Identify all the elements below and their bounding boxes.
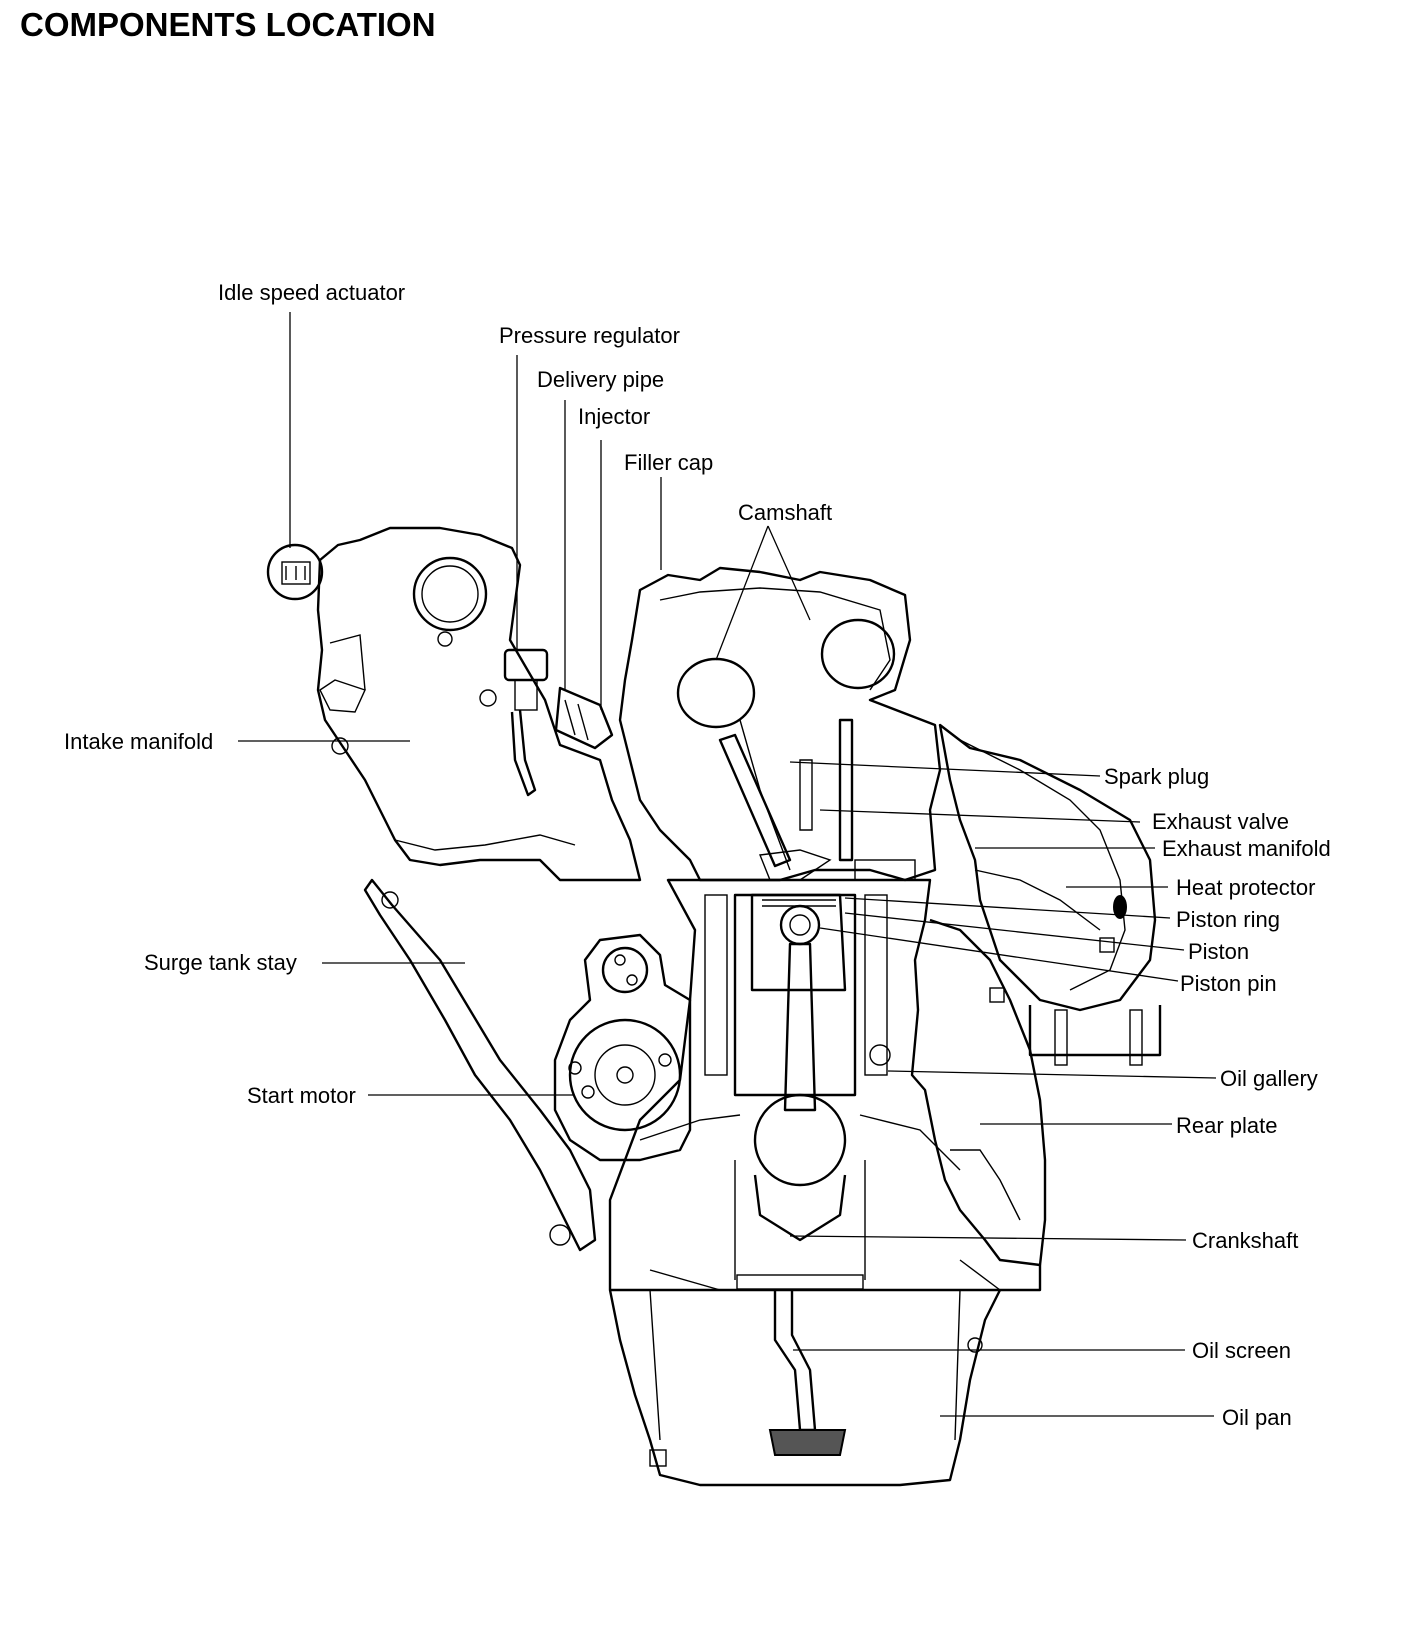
label-spark-plug: Spark plug <box>1104 764 1209 789</box>
leader-lines <box>238 312 1217 1417</box>
label-exhaust-manifold: Exhaust manifold <box>1162 836 1331 861</box>
label-exhaust-valve: Exhaust valve <box>1152 809 1289 834</box>
exhaust-manifold-part <box>938 723 1162 1066</box>
leader-exhaust-valve <box>819 809 1141 823</box>
engine-drawing <box>266 526 1162 1487</box>
label-piston: Piston <box>1188 939 1249 964</box>
start-motor-part <box>553 933 692 1162</box>
crankshaft-part <box>734 1093 866 1290</box>
intake-manifold-part <box>316 526 642 882</box>
leader-crankshaft <box>789 1235 1187 1241</box>
label-pressure-regulator: Pressure regulator <box>499 323 680 348</box>
surge-tank-stay-part <box>363 878 597 1252</box>
label-rear-plate: Rear plate <box>1176 1113 1278 1138</box>
leader-camshaft-a <box>715 525 769 661</box>
oil-pan-part <box>608 1289 1002 1487</box>
callout-labels: Idle speed actuator Pressure regulator D… <box>64 280 1331 1430</box>
label-delivery-pipe: Delivery pipe <box>537 367 664 392</box>
piston-assembly-part <box>750 893 847 1112</box>
label-filler-cap: Filler cap <box>624 450 713 475</box>
label-surge-tank-stay: Surge tank stay <box>144 950 297 975</box>
cylinder-head-part <box>618 566 942 882</box>
leader-piston-pin <box>819 927 1179 982</box>
label-heat-protector: Heat protector <box>1176 875 1315 900</box>
fuel-rail-part <box>479 648 614 797</box>
rear-plate-part <box>929 918 1047 1266</box>
leader-spark-plug <box>789 761 1101 777</box>
leader-piston-ring <box>844 897 1171 919</box>
label-piston-pin: Piston pin <box>1180 971 1277 996</box>
label-idle-speed-actuator: Idle speed actuator <box>218 280 405 305</box>
label-injector: Injector <box>578 404 650 429</box>
leader-oil-gallery <box>887 1070 1217 1079</box>
label-piston-ring: Piston ring <box>1176 907 1280 932</box>
page-title: COMPONENTS LOCATION <box>20 6 436 43</box>
leader-camshaft-b <box>767 525 811 621</box>
label-oil-gallery: Oil gallery <box>1220 1066 1318 1091</box>
label-crankshaft: Crankshaft <box>1192 1228 1298 1253</box>
leader-piston <box>844 912 1185 951</box>
idle-speed-actuator-part <box>266 543 324 601</box>
label-intake-manifold: Intake manifold <box>64 729 213 754</box>
label-oil-pan: Oil pan <box>1222 1405 1292 1430</box>
label-camshaft: Camshaft <box>738 500 832 525</box>
label-start-motor: Start motor <box>247 1083 356 1108</box>
cylinder-block-part <box>608 878 1042 1292</box>
label-oil-screen: Oil screen <box>1192 1338 1291 1363</box>
